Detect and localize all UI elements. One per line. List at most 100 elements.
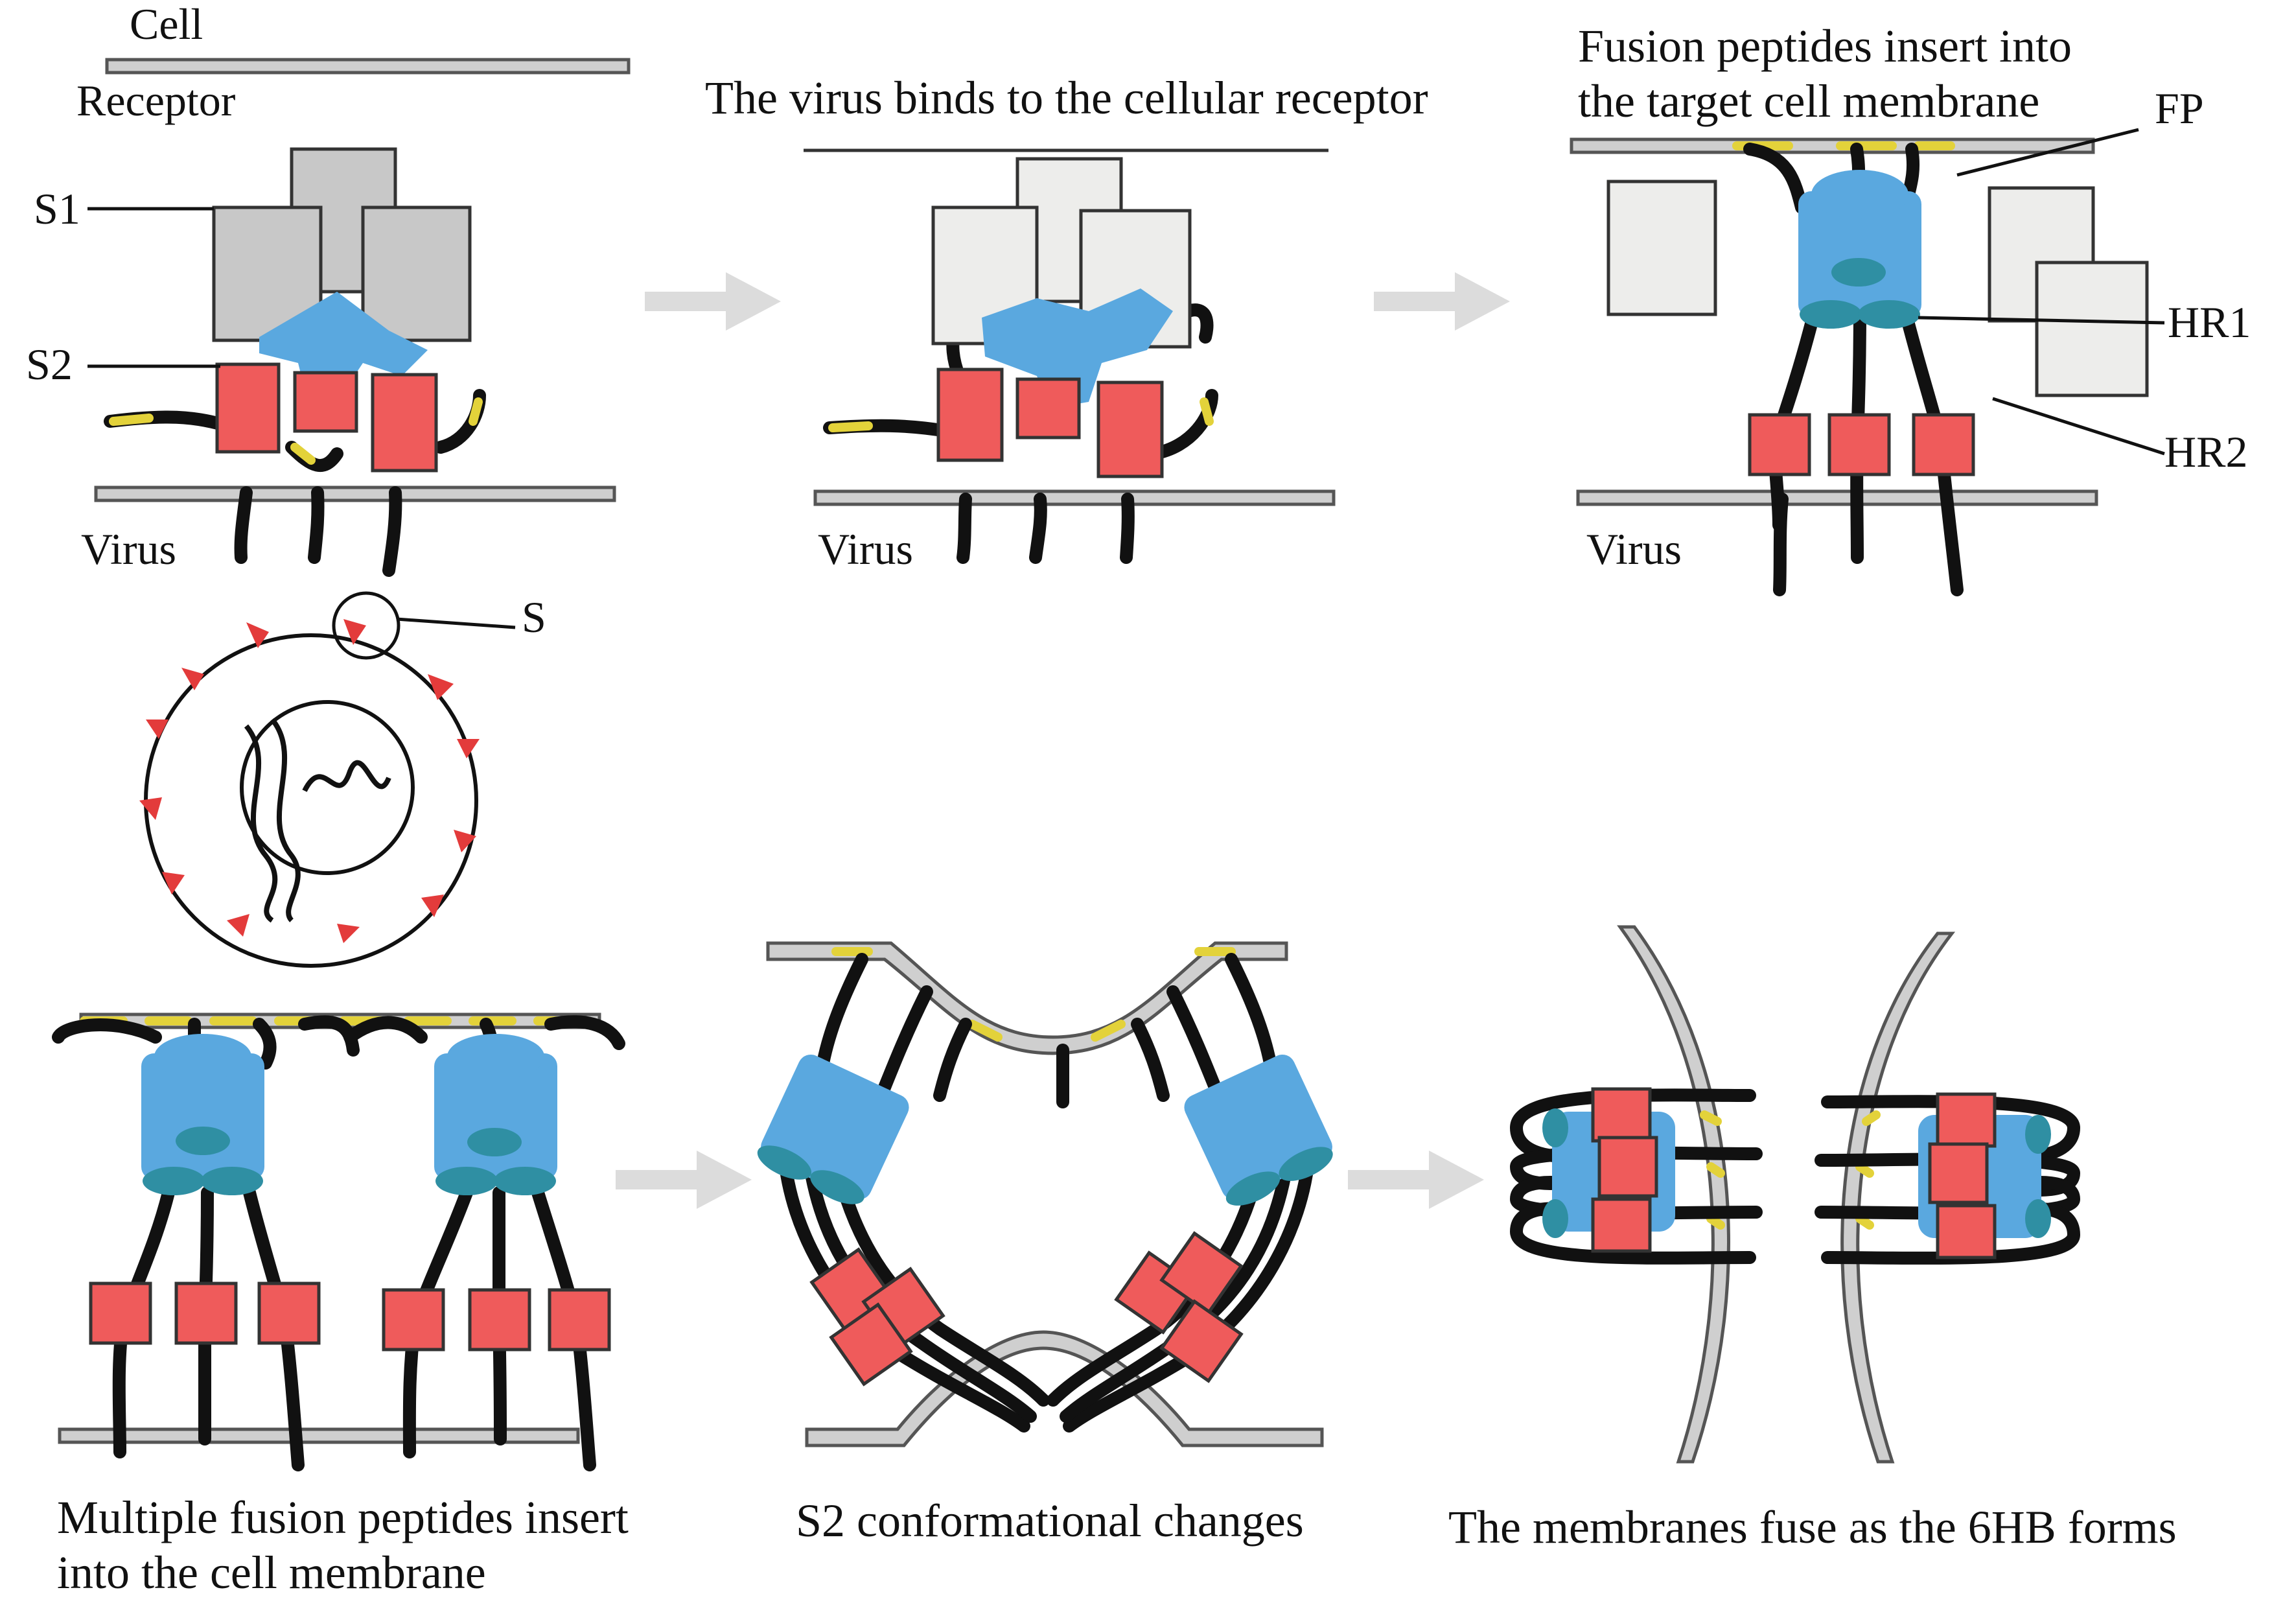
hr2-domain (1912, 413, 1975, 476)
hr2-domain (1591, 1197, 1652, 1253)
spike-strand (1815, 1153, 2081, 1197)
hr1-top (154, 1034, 251, 1079)
fp-label: FP (2155, 84, 2204, 133)
hr1-domain (982, 288, 1173, 408)
spike-strand (1821, 1095, 2081, 1163)
hr2-domain (371, 373, 438, 473)
hr1-core (176, 1127, 230, 1155)
virus-membrane (1576, 489, 2098, 506)
spike-callout-circle (332, 591, 400, 660)
hr1-domain-left (757, 1054, 909, 1204)
fusion-peptide (1200, 397, 1214, 426)
fusion-peptide (290, 443, 316, 465)
spike-triangle (428, 674, 454, 700)
spike-triangles (139, 619, 480, 943)
fusion-peptide (109, 414, 154, 426)
spike-triangle (457, 739, 480, 758)
hr1-base (1225, 1171, 1281, 1206)
s1-domain (361, 205, 472, 342)
hr1-core (1831, 258, 1886, 287)
s2-label: S2 (26, 340, 73, 389)
hr1-base (1542, 1108, 1568, 1147)
hr1-base (1279, 1147, 1333, 1181)
spike-strand (253, 1018, 277, 1070)
spike-triangle (421, 895, 444, 917)
spike-strand (382, 486, 402, 577)
hr2-leader (1992, 397, 2165, 456)
fusion-peptide (469, 397, 483, 426)
hr1-base (2025, 1115, 2051, 1154)
s-leader (396, 617, 516, 629)
hr2-label: HR2 (2164, 427, 2247, 476)
hr2-domain (215, 362, 281, 454)
step5-caption: S2 conformational changes (796, 1495, 1304, 1547)
hr1-base (494, 1167, 556, 1195)
spike-strand (1029, 493, 1047, 564)
panel-6hb: The membranes fuse as the 6HB forms (1448, 925, 2177, 1553)
spike-strand (343, 1016, 428, 1044)
step-arrow (616, 1151, 752, 1209)
spike-triangle (343, 619, 366, 645)
hr1-base (1800, 300, 1862, 329)
hr2-domain (1936, 1204, 1997, 1259)
rna-strand (302, 760, 391, 792)
hr1-domain (434, 1053, 557, 1180)
hr1-domain (141, 1053, 264, 1180)
step4-caption-line2: into the cell membrane (57, 1547, 486, 1598)
hr1-base (1542, 1199, 1568, 1238)
hr2-domain (1159, 1299, 1244, 1383)
virus-membrane-curved (1840, 931, 1956, 1464)
s1-domain (2035, 261, 2149, 397)
step-arrow (1374, 272, 1510, 331)
spike-triangle (337, 924, 360, 943)
spike-strand (836, 1180, 1050, 1407)
hr1-base (1858, 300, 1920, 329)
fusion-peptide (1855, 1214, 1874, 1230)
hr1-base (757, 1145, 812, 1180)
fusion-peptide (1855, 1162, 1874, 1178)
fusion-peptide (1706, 1214, 1725, 1230)
hr2-domain (89, 1281, 152, 1345)
hr2-domain (548, 1288, 611, 1351)
hr2-domain (829, 1302, 913, 1387)
receptor-label: Receptor (76, 76, 236, 125)
fusion-peptide (1091, 1020, 1126, 1042)
spike-strand (875, 985, 933, 1102)
step3-caption-line2: the target cell membrane (1578, 75, 2039, 127)
step6-caption: The membranes fuse as the 6HB forms (1448, 1501, 2177, 1553)
spike-strand (1225, 953, 1277, 1070)
hr2-domain (1928, 1142, 1989, 1204)
panel-fp-insertion: Fusion peptides insert into the target c… (1570, 20, 2251, 596)
spike-strand (308, 486, 325, 564)
hr1-top (1811, 170, 1908, 219)
hr2-domain (293, 371, 358, 433)
fp-leader (1956, 128, 2139, 177)
virus-membrane (813, 489, 1336, 506)
hr1-leader (1918, 316, 2165, 325)
s-label: S (522, 592, 546, 642)
hr1-top (447, 1034, 544, 1079)
virus-label: Virus (1586, 524, 1682, 574)
spike-strand (544, 1015, 625, 1050)
hr1-label: HR1 (2168, 298, 2251, 347)
hr2-domain (1827, 413, 1891, 476)
hr1-base (810, 1170, 864, 1204)
hr1-base (435, 1167, 498, 1195)
step-arrow (645, 272, 781, 331)
hr2-domain (257, 1281, 321, 1345)
step2-caption: The virus binds to the cellular receptor (705, 72, 1428, 124)
cell-membrane (1570, 137, 2095, 154)
spike-triangle (139, 797, 162, 820)
panel-multiple-fp: Multiple fusion peptides insert into the… (52, 1012, 629, 1598)
spike-strand (957, 493, 972, 564)
hr1-domain-right (1184, 1054, 1333, 1206)
spike-strand (1743, 143, 1808, 214)
virus-membrane (94, 486, 616, 502)
virion-nucleocapsid (240, 700, 415, 875)
panel-conformational: S2 conformational changes (757, 941, 1333, 1547)
spike-strand (1131, 1018, 1170, 1102)
step-arrow (1348, 1151, 1484, 1209)
spike-strand (933, 1018, 972, 1102)
cell-label: Cell (130, 0, 203, 49)
